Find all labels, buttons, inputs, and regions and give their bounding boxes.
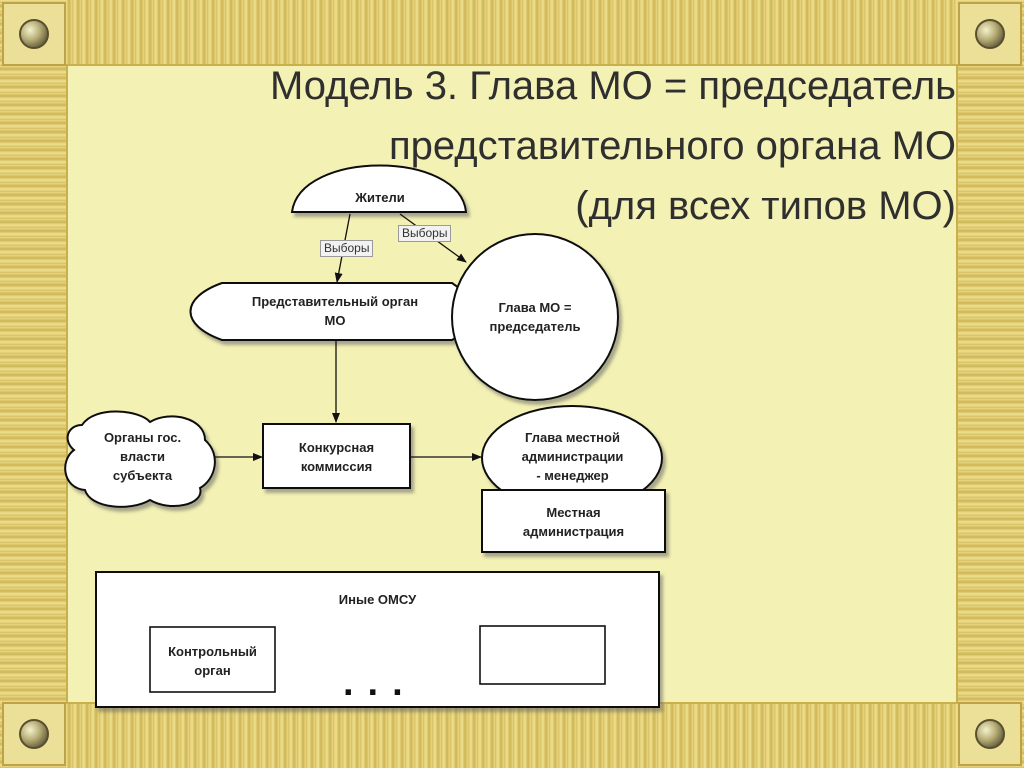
commission-label: Конкурсная коммиссия — [263, 438, 410, 476]
residents-node — [290, 164, 468, 213]
commission-line-2: коммиссия — [300, 459, 373, 474]
control-body-line-1: Контрольный — [168, 644, 257, 659]
election-left-label: Выборы — [320, 240, 374, 257]
knob-icon — [975, 19, 1005, 49]
local-administration-line-2: администрация — [522, 524, 625, 539]
title-line-1: Модель 3. Глава МО = председатель — [270, 64, 956, 108]
election-right-label: Выборы — [398, 225, 452, 242]
corner-bottom-left — [2, 702, 66, 766]
representative-body-line-2: МО — [324, 313, 346, 328]
admin-head-label: Глава местной администрации - менеджер — [490, 428, 655, 485]
commission-node — [262, 423, 411, 489]
ellipsis-dots: ... — [343, 662, 417, 704]
admin-head-line-3: - менеджер — [536, 468, 609, 483]
knob-icon — [19, 19, 49, 49]
representative-body-label: Представительный орган МО — [205, 292, 465, 330]
local-administration-node — [481, 489, 666, 553]
control-body-label: Контрольный орган — [150, 642, 275, 680]
state-bodies-label: Органы гос. власти субъекта — [70, 428, 215, 485]
knob-icon — [975, 719, 1005, 749]
head-mo-line-1: Глава МО = — [498, 300, 572, 315]
admin-head-line-2: администрации — [521, 449, 624, 464]
head-mo-line-2: председатель — [489, 319, 581, 334]
title-line-3: (для всех типов МО) — [575, 184, 956, 228]
corner-top-left — [2, 2, 66, 66]
slide-title: Модель 3. Глава МО = председатель предст… — [196, 56, 956, 236]
representative-body-line-1: Представительный орган — [251, 294, 419, 309]
knob-icon — [19, 719, 49, 749]
other-bodies-label: Иные ОМСУ — [338, 592, 417, 607]
state-bodies-node — [64, 410, 216, 508]
local-administration-line-1: Местная — [546, 505, 601, 520]
head-mo-label: Глава МО = председатель — [460, 298, 610, 336]
commission-line-1: Конкурсная — [298, 440, 375, 455]
control-body-line-2: орган — [194, 663, 231, 678]
admin-head-line-1: Глава местной — [525, 430, 620, 445]
title-line-2: представительного органа МО — [388, 124, 956, 168]
residents-label: Жители — [355, 190, 405, 205]
state-bodies-line-2: власти — [120, 449, 165, 464]
corner-top-right — [958, 2, 1022, 66]
corner-bottom-right — [958, 702, 1022, 766]
empty-body-node — [479, 625, 606, 685]
local-administration-label: Местная администрация — [482, 503, 665, 541]
control-body-node — [149, 626, 276, 693]
head-mo-node — [451, 233, 619, 401]
state-bodies-line-1: Органы гос. — [103, 430, 182, 445]
state-bodies-line-3: субъекта — [112, 468, 173, 483]
